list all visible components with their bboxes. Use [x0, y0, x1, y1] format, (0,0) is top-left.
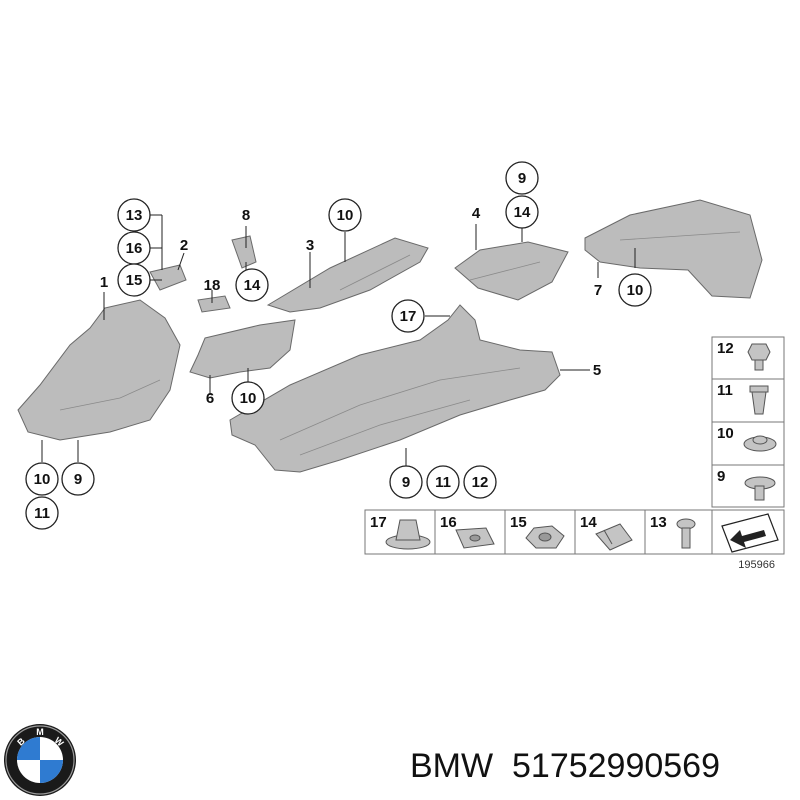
- hw-16-speed-nut-icon: [455, 527, 495, 549]
- svg-text:9: 9: [518, 170, 526, 187]
- callout-4: 4: [472, 205, 481, 222]
- part-3-shield: [266, 237, 429, 313]
- callout-9-bottom: 9: [389, 465, 423, 499]
- hw-row-label-2: 15: [510, 514, 527, 531]
- svg-text:12: 12: [472, 474, 489, 491]
- hw-row-label-0: 17: [370, 514, 387, 531]
- hw-row-label-4: 13: [650, 514, 667, 531]
- leader-lines: [41, 214, 636, 466]
- part-details: [59, 231, 741, 456]
- part-5-tunnel-shield: [229, 304, 561, 473]
- hw-col-label-2: 10: [717, 425, 734, 442]
- callout-17: 17: [391, 299, 425, 333]
- callout-3: 3: [306, 237, 314, 254]
- svg-text:17: 17: [400, 308, 417, 325]
- hw-15-nut-icon: [525, 525, 565, 549]
- part-4-plate: [454, 241, 569, 301]
- callout-6: 6: [206, 390, 214, 407]
- svg-text:9: 9: [402, 474, 410, 491]
- svg-text:14: 14: [514, 204, 531, 221]
- callout-16: 16: [117, 231, 151, 265]
- svg-text:9: 9: [74, 471, 82, 488]
- callout-1: 1: [100, 274, 108, 291]
- svg-text:11: 11: [435, 474, 451, 491]
- hw-9-screw-icon: [744, 476, 776, 501]
- hw-17-flange-nut-icon: [385, 519, 431, 550]
- callout-14-top: 14: [505, 195, 539, 229]
- callout-11-bottom: 11: [426, 465, 460, 499]
- hw-10-washer-icon: [743, 435, 777, 452]
- callout-13: 13: [117, 198, 151, 232]
- part-1-shield: [17, 299, 181, 441]
- part-8-bracket: [231, 235, 257, 269]
- svg-text:15: 15: [126, 272, 143, 289]
- svg-text:10: 10: [337, 207, 354, 224]
- callout-9-top: 9: [505, 161, 539, 195]
- callout-11-left: 11: [25, 496, 59, 530]
- part-18-bracket: [197, 295, 231, 313]
- hw-col-label-0: 12: [717, 340, 734, 357]
- callout-9-left: 9: [61, 462, 95, 496]
- brand-name: BMW: [410, 747, 493, 785]
- hw-col-label-1: 11: [717, 382, 733, 399]
- part-2-bracket: [149, 264, 187, 291]
- callout-12-bottom: 12: [463, 465, 497, 499]
- callout-10-left: 10: [25, 462, 59, 496]
- svg-text:16: 16: [126, 240, 143, 257]
- callout-7: 7: [594, 282, 602, 299]
- callout-2: 2: [180, 237, 188, 254]
- callout-18: 18: [204, 277, 221, 294]
- hw-12-screw-icon: [747, 343, 771, 371]
- svg-text:13: 13: [126, 207, 143, 224]
- callout-15: 15: [117, 263, 151, 297]
- hardware-column: 12 11 10 9: [711, 336, 785, 508]
- hw-14-clip-icon: [595, 523, 633, 551]
- callout-10-top: 10: [328, 198, 362, 232]
- callout-10-mid: 10: [231, 381, 265, 415]
- direction-arrow-icon: [721, 513, 779, 553]
- hw-11-clip-icon: [749, 385, 769, 415]
- callouts: 1 2 3 4 5 6 7 8 18 13 16 15 14 10: [25, 161, 652, 530]
- callout-10-right: 10: [618, 273, 652, 307]
- figure-number: 195966: [738, 559, 775, 571]
- svg-text:10: 10: [240, 390, 257, 407]
- hw-row-label-1: 16: [440, 514, 457, 531]
- svg-text:10: 10: [627, 282, 644, 299]
- logo-letter-m: M: [36, 727, 44, 737]
- hw-col-label-3: 9: [717, 468, 725, 485]
- callout-14-left: 14: [235, 268, 269, 302]
- hw-13-bolt-icon: [676, 518, 696, 549]
- heat-shields: [17, 199, 763, 473]
- callout-5: 5: [593, 362, 601, 379]
- part-number: 51752990569: [512, 747, 720, 785]
- hardware-row: 17 16 15 14 13: [364, 509, 785, 555]
- hw-row-label-3: 14: [580, 514, 597, 531]
- part-7-shield: [584, 199, 763, 299]
- callout-8: 8: [242, 207, 250, 224]
- logo-letter-b: B: [15, 736, 27, 748]
- svg-text:11: 11: [34, 505, 50, 522]
- bmw-logo: B M W: [4, 724, 76, 796]
- svg-text:14: 14: [244, 277, 261, 294]
- part-6-bracket: [189, 319, 296, 379]
- svg-text:10: 10: [34, 471, 51, 488]
